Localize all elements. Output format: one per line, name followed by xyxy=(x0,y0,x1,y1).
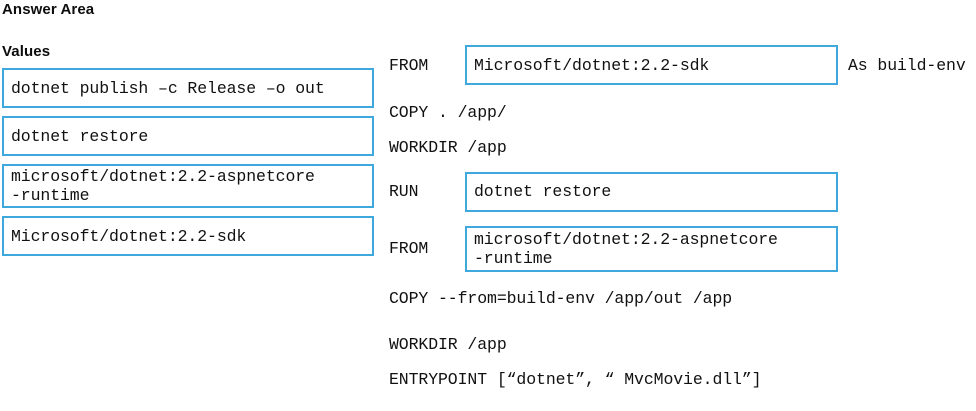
answer-row-from-2: FROM microsoft/dotnet:2.2-aspnetcore -ru… xyxy=(389,216,976,275)
value-option-label: Microsoft/dotnet:2.2-sdk xyxy=(11,226,247,246)
values-panel-title: Values xyxy=(2,43,51,60)
values-list: dotnet publish –c Release –o out dotnet … xyxy=(2,68,374,264)
answer-row-copy-app: COPY . /app/ xyxy=(389,89,976,136)
page-title: Answer Area xyxy=(2,1,95,18)
answer-row-from-1: FROM Microsoft/dotnet:2.2-sdk As build-e… xyxy=(389,41,976,89)
answer-row-workdir-1: WORKDIR /app xyxy=(389,136,976,159)
answer-row-static-text: COPY --from=build-env /app/out /app xyxy=(389,288,733,308)
answer-row-suffix: As build-env xyxy=(848,55,966,75)
answer-row-workdir-2: WORKDIR /app xyxy=(389,321,976,367)
answer-row-entrypoint: ENTRYPOINT [“dotnet”, “ MvcMovie.dll”] xyxy=(389,367,976,391)
answer-row-keyword: RUN xyxy=(389,182,419,201)
answer-row-keyword: FROM xyxy=(389,239,429,258)
answer-drop-slot-value: dotnet restore xyxy=(474,182,612,201)
value-option-label: dotnet publish –c Release –o out xyxy=(11,78,325,98)
answer-row-static-text: COPY . /app/ xyxy=(389,103,507,122)
value-option-1[interactable]: dotnet restore xyxy=(2,116,374,156)
answer-row-keyword: FROM xyxy=(389,55,429,75)
answer-drop-slot-value: microsoft/dotnet:2.2-aspnetcore -runtime xyxy=(474,229,778,268)
value-option-0[interactable]: dotnet publish –c Release –o out xyxy=(2,68,374,108)
value-option-label: dotnet restore xyxy=(11,126,149,146)
answer-row-static-text: WORKDIR /app xyxy=(389,138,507,157)
answer-area-list: FROM Microsoft/dotnet:2.2-sdk As build-e… xyxy=(389,41,976,391)
answer-drop-slot-value: Microsoft/dotnet:2.2-sdk xyxy=(474,55,710,75)
answer-drop-slot-2[interactable]: dotnet restore xyxy=(465,171,838,212)
answer-row-run: RUN dotnet restore xyxy=(389,159,976,216)
answer-drop-slot-3[interactable]: microsoft/dotnet:2.2-aspnetcore -runtime xyxy=(465,225,838,272)
answer-row-static-text: WORKDIR /app xyxy=(389,334,507,354)
value-option-3[interactable]: Microsoft/dotnet:2.2-sdk xyxy=(2,216,374,256)
answer-drop-slot-1[interactable]: Microsoft/dotnet:2.2-sdk xyxy=(465,45,838,85)
value-option-2[interactable]: microsoft/dotnet:2.2-aspnetcore -runtime xyxy=(2,164,374,208)
answer-row-static-text: ENTRYPOINT [“dotnet”, “ MvcMovie.dll”] xyxy=(389,369,762,389)
answer-row-copy-from: COPY --from=build-env /app/out /app xyxy=(389,275,976,321)
value-option-label: microsoft/dotnet:2.2-aspnetcore -runtime xyxy=(11,167,315,205)
